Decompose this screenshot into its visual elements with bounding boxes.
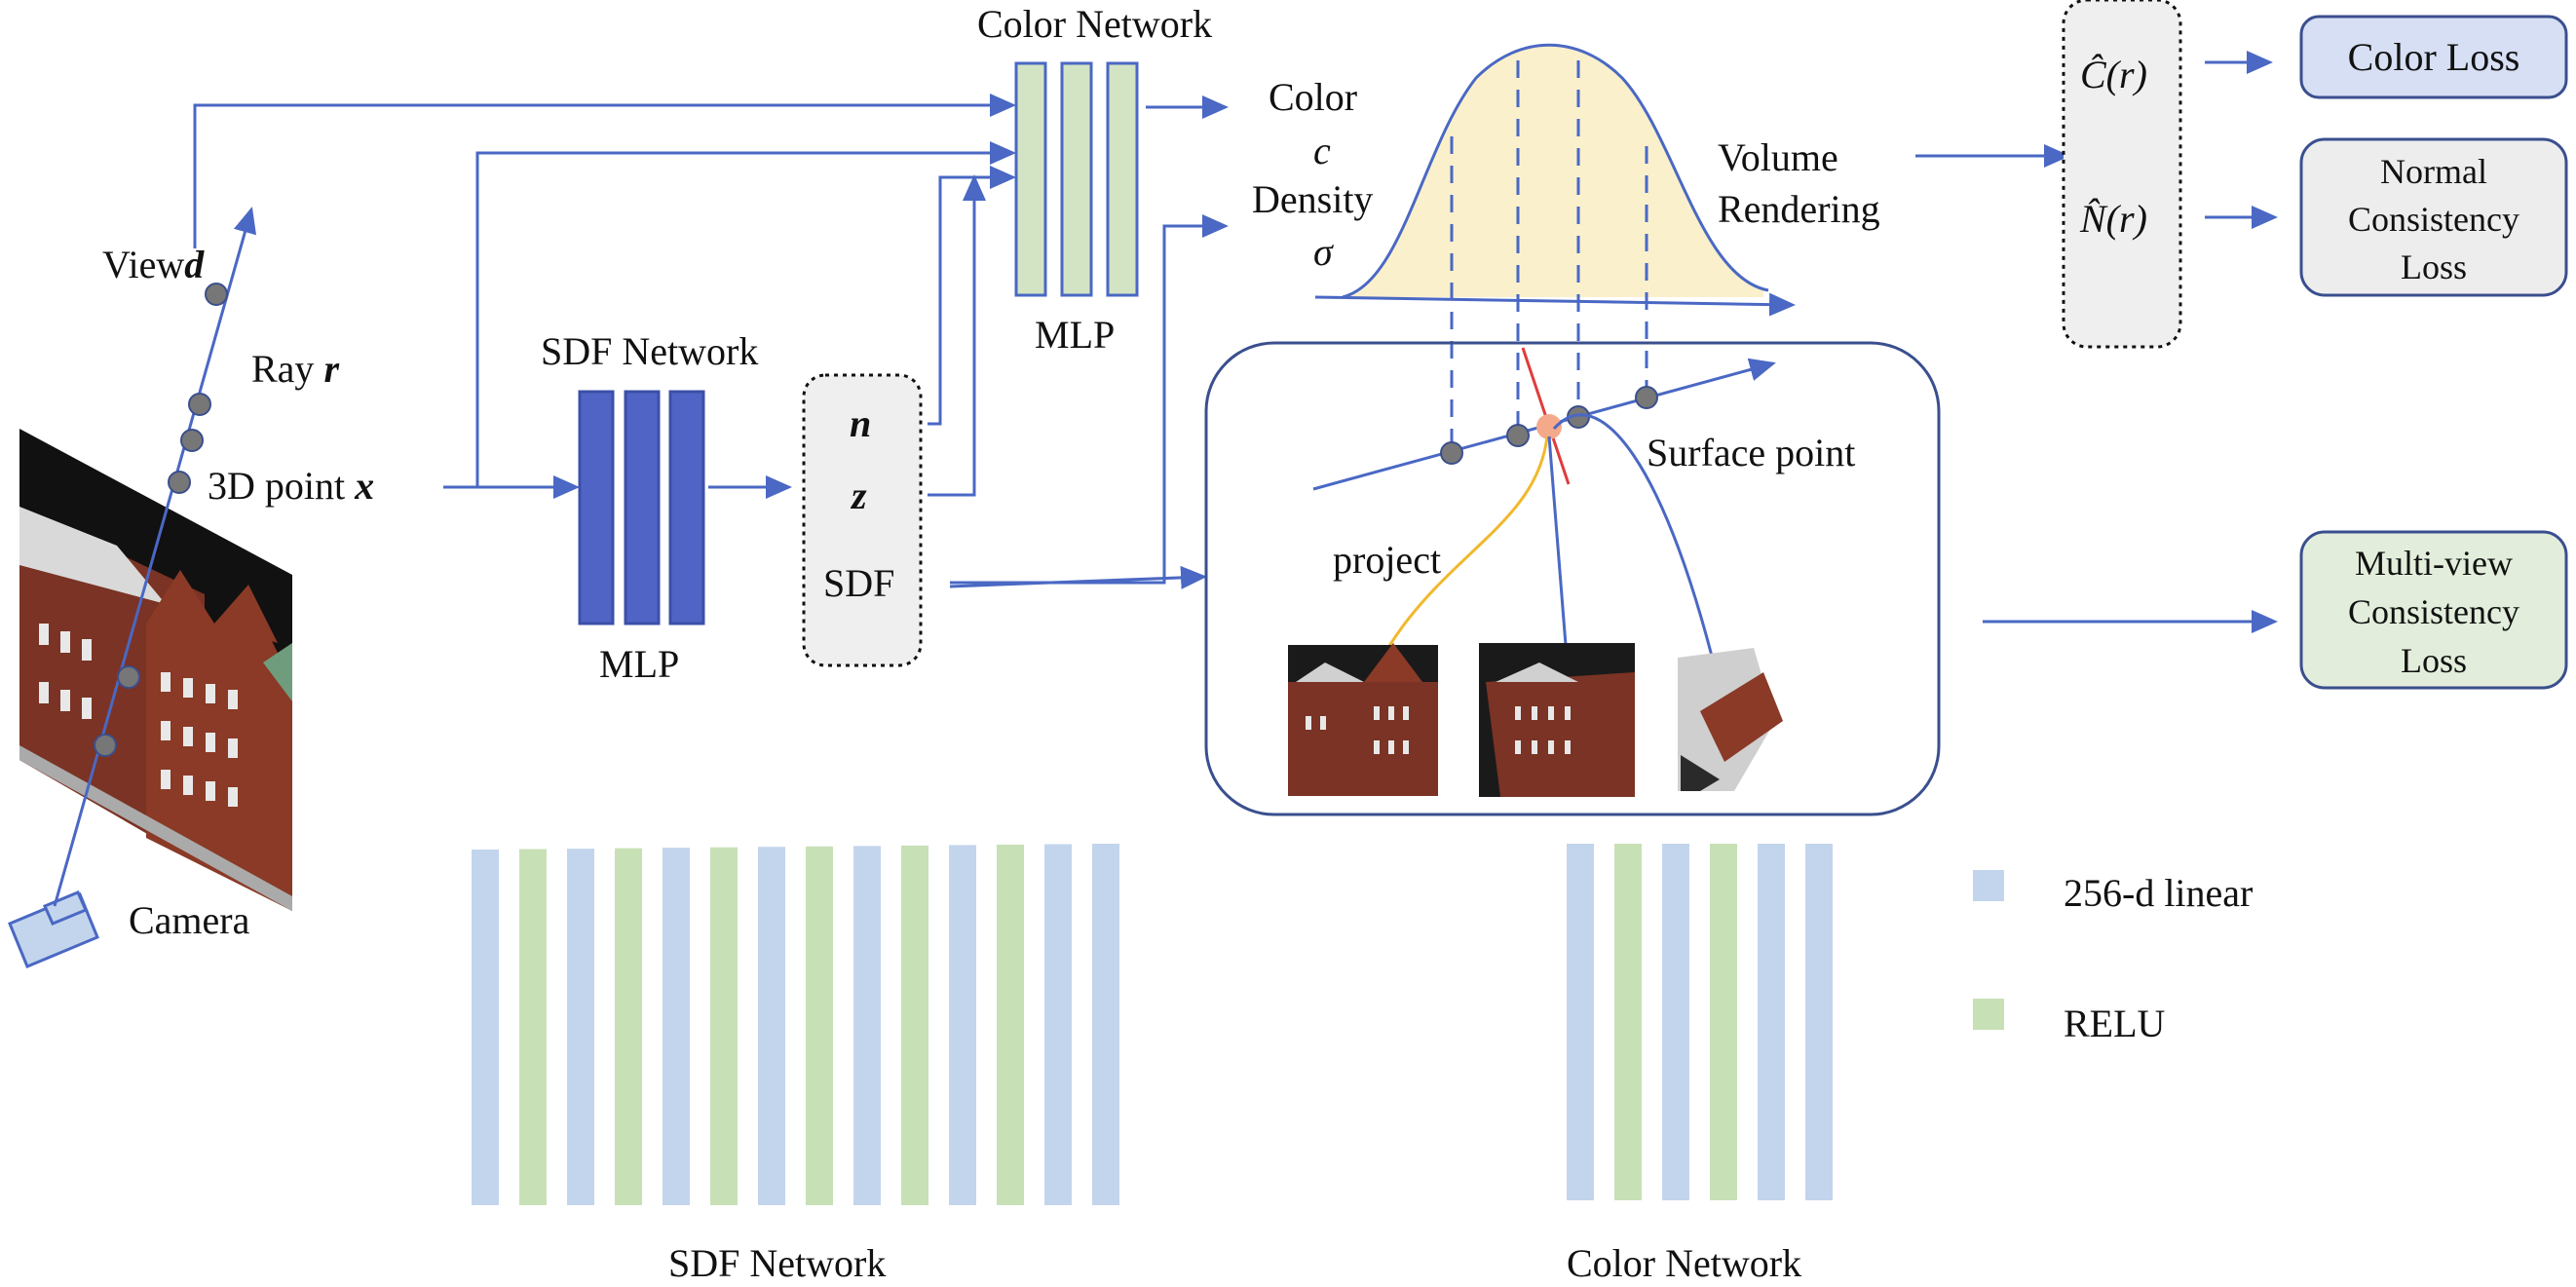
- layer-relu: [901, 845, 928, 1205]
- camera-icon: [8, 890, 99, 968]
- layer-relu: [710, 847, 738, 1205]
- layer-relu: [519, 849, 547, 1205]
- output-n: n: [850, 401, 871, 445]
- layer-linear: [1662, 844, 1689, 1200]
- color-label: Color: [1269, 75, 1357, 119]
- normal-loss-line3: Loss: [2401, 247, 2467, 286]
- layer-linear: [472, 850, 499, 1205]
- density-var: σ: [1313, 230, 1334, 274]
- view-thumbnail-1: [1288, 643, 1438, 796]
- layer-linear: [758, 847, 785, 1205]
- volume-rendering-curve: [1314, 43, 1796, 448]
- layer-linear: [1758, 844, 1785, 1200]
- normal-loss-line1: Normal: [2380, 152, 2487, 191]
- legend: 256-d linear RELU: [1973, 870, 2253, 1045]
- color-mlp-label: MLP: [1035, 313, 1115, 357]
- mv-loss-line1: Multi-view: [2355, 544, 2513, 583]
- layer-relu: [806, 846, 833, 1205]
- layer-relu: [615, 848, 642, 1205]
- density-label: Density: [1252, 177, 1373, 221]
- color-network-layers: [1567, 844, 1833, 1200]
- sdf-output-box: [802, 373, 923, 667]
- legend-linear-swatch: [1973, 870, 2004, 901]
- sdf-mlp-block: [578, 390, 705, 625]
- legend-linear-label: 256-d linear: [2064, 871, 2253, 915]
- project-arrow-right: [1552, 413, 1729, 702]
- view-label: Viewd: [102, 243, 205, 286]
- surface-point-marker: [1536, 414, 1562, 439]
- legend-relu-swatch: [1973, 999, 2004, 1030]
- sdf-network-layers: [472, 844, 1119, 1205]
- ray-line: [53, 207, 257, 907]
- color-loss-label: Color Loss: [2348, 35, 2520, 79]
- sdf-mlp-label: MLP: [599, 642, 679, 686]
- color-var: c: [1313, 129, 1331, 172]
- output-sdf: SDF: [823, 561, 894, 605]
- c-hat-label: Ĉ(r): [2080, 53, 2147, 96]
- render-output-box: [2062, 0, 2182, 349]
- layer-relu: [1614, 844, 1642, 1200]
- layer-linear: [1092, 844, 1119, 1205]
- layer-linear: [1567, 844, 1594, 1200]
- layer-relu: [997, 844, 1024, 1205]
- n-hat-label: N̂(r): [2079, 197, 2147, 241]
- multiview-consistency-loss-box: Multi-view Consistency Loss: [2299, 530, 2568, 690]
- layer-linear: [663, 848, 690, 1205]
- output-z: z: [850, 473, 867, 517]
- connection-arrows: [193, 51, 2278, 633]
- 3d-point-label: 3D point x: [208, 464, 374, 508]
- normal-consistency-loss-box: Normal Consistency Loss: [2299, 137, 2568, 297]
- project-label: project: [1333, 538, 1441, 582]
- legend-relu-label: RELU: [2064, 1002, 2166, 1045]
- color-mlp-block: [1014, 61, 1139, 297]
- panel-sample-points: [1440, 386, 1658, 465]
- ray-sample-points: [94, 283, 228, 757]
- layer-relu: [1710, 844, 1737, 1200]
- sdf-network-title: SDF Network: [541, 329, 758, 373]
- layer-linear: [949, 845, 976, 1205]
- color-network-bottom-label: Color Network: [1567, 1241, 1801, 1285]
- ray-label: Ray r: [251, 347, 339, 391]
- rendering-label: Rendering: [1718, 187, 1880, 231]
- camera-label: Camera: [129, 898, 250, 942]
- color-network-title: Color Network: [977, 2, 1212, 46]
- color-loss-box: Color Loss: [2299, 15, 2568, 99]
- mv-loss-line3: Loss: [2401, 641, 2467, 680]
- view-thumbnail-3: [1678, 648, 1783, 791]
- sdf-network-bottom-label: SDF Network: [668, 1241, 886, 1285]
- surface-projection-panel: [1204, 341, 1941, 816]
- surface-point-label: Surface point: [1647, 431, 1855, 474]
- volume-label: Volume: [1718, 135, 1838, 179]
- layer-linear: [1805, 844, 1833, 1200]
- mv-loss-line2: Consistency: [2348, 592, 2519, 631]
- normal-loss-line2: Consistency: [2348, 200, 2519, 239]
- layer-linear: [853, 846, 881, 1205]
- layer-linear: [1044, 844, 1072, 1205]
- view-thumbnail-2: [1479, 643, 1635, 797]
- layer-linear: [567, 849, 594, 1205]
